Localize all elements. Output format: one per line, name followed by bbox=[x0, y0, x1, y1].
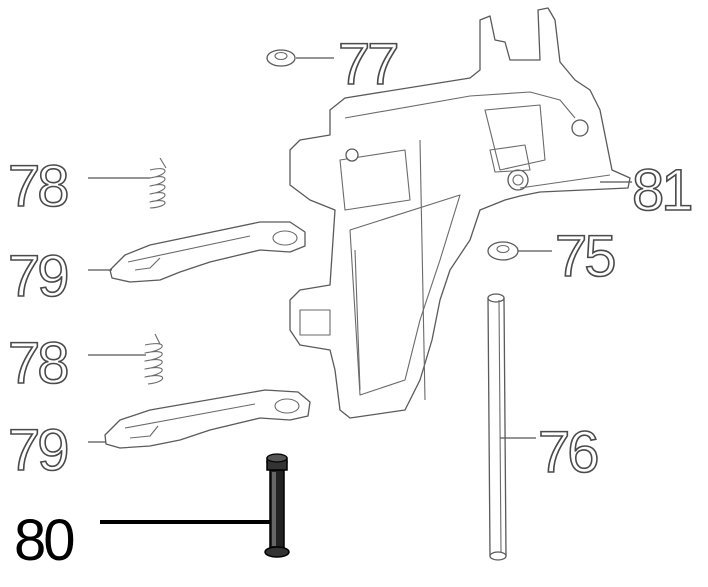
callout-labels: 77 78 79 78 79 80 81 75 76 bbox=[7, 31, 695, 573]
spring-part-78-lower bbox=[144, 333, 164, 385]
callout-75: 75 bbox=[555, 224, 614, 289]
leader-lines bbox=[88, 57, 632, 524]
pin-part-80 bbox=[264, 453, 290, 558]
callout-79-upper: 79 bbox=[8, 244, 67, 309]
rod-part-76 bbox=[487, 293, 507, 561]
callout-76: 76 bbox=[538, 420, 597, 485]
washer-part-75 bbox=[487, 241, 519, 261]
callout-77: 77 bbox=[338, 32, 397, 97]
callout-78-lower: 78 bbox=[8, 331, 67, 396]
callout-80: 80 bbox=[14, 508, 73, 573]
lever-part-79-lower bbox=[104, 389, 311, 449]
callout-79-lower: 79 bbox=[8, 418, 67, 483]
frame-bracket-part bbox=[289, 7, 631, 419]
lever-part-79-upper bbox=[109, 221, 306, 283]
callout-78-upper: 78 bbox=[8, 154, 67, 219]
spring-part-78-upper bbox=[149, 157, 167, 209]
washer-part-77 bbox=[266, 49, 296, 67]
callout-81: 81 bbox=[632, 158, 691, 223]
